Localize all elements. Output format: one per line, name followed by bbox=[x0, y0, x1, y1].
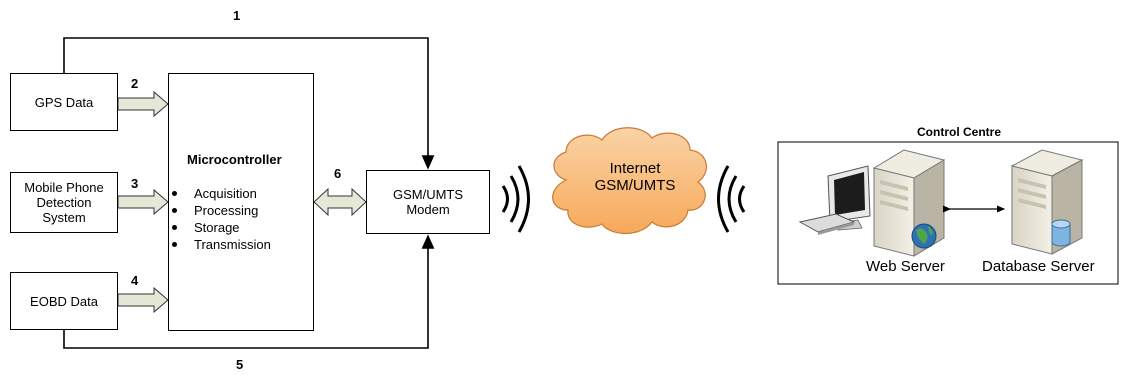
eobd-data-box: EOBD Data bbox=[10, 272, 118, 330]
database-icon bbox=[1051, 219, 1071, 247]
database-server-tower bbox=[1010, 149, 1084, 255]
microcontroller-title: Microcontroller bbox=[187, 152, 282, 167]
internet-cloud-label: Internet GSM/UMTS bbox=[580, 160, 690, 194]
function-item: Processing bbox=[168, 202, 271, 219]
gps-data-label: GPS Data bbox=[34, 94, 94, 110]
mobile-label-line3: System bbox=[42, 210, 86, 225]
label-4: 4 bbox=[131, 273, 139, 288]
cloud-line1: Internet bbox=[609, 160, 661, 177]
globe-icon bbox=[911, 223, 937, 249]
block-arrow-4 bbox=[117, 286, 169, 314]
function-item: Acquisition bbox=[168, 185, 271, 202]
modem-label-line1: GSM/UMTS bbox=[392, 187, 464, 202]
block-arrow-3 bbox=[117, 188, 169, 216]
microcontroller-functions: Acquisition Processing Storage Transmiss… bbox=[168, 185, 271, 253]
connection-line-5 bbox=[63, 234, 435, 349]
label-6: 6 bbox=[334, 166, 342, 181]
keyboard-icon bbox=[798, 213, 856, 235]
label-5: 5 bbox=[236, 357, 244, 372]
mobile-label-line1: Mobile Phone bbox=[24, 180, 104, 195]
mobile-detection-box: Mobile Phone Detection System bbox=[10, 172, 118, 233]
gsm-modem-box: GSM/UMTS Modem bbox=[366, 170, 490, 234]
mobile-label-line2: Detection bbox=[36, 195, 92, 210]
label-1: 1 bbox=[233, 8, 241, 23]
connection-line-1 bbox=[63, 37, 435, 170]
cloud-line2: GSM/UMTS bbox=[594, 177, 676, 194]
label-3: 3 bbox=[131, 176, 139, 191]
eobd-data-label: EOBD Data bbox=[30, 293, 98, 309]
function-item: Transmission bbox=[168, 236, 271, 253]
signal-waves-left bbox=[501, 165, 530, 233]
block-arrow-2 bbox=[117, 90, 169, 118]
web-server-label: Web Server bbox=[866, 258, 945, 275]
control-centre-title: Control Centre bbox=[917, 125, 1001, 139]
function-item: Storage bbox=[168, 219, 271, 236]
modem-label-line2: Modem bbox=[406, 202, 450, 217]
database-server-label: Database Server bbox=[982, 258, 1095, 275]
internet-cloud bbox=[552, 127, 707, 234]
signal-waves-right bbox=[717, 165, 746, 233]
label-2: 2 bbox=[131, 76, 139, 91]
microcontroller-box bbox=[168, 73, 314, 331]
block-arrow-6 bbox=[313, 187, 367, 217]
gps-data-box: GPS Data bbox=[10, 73, 118, 131]
